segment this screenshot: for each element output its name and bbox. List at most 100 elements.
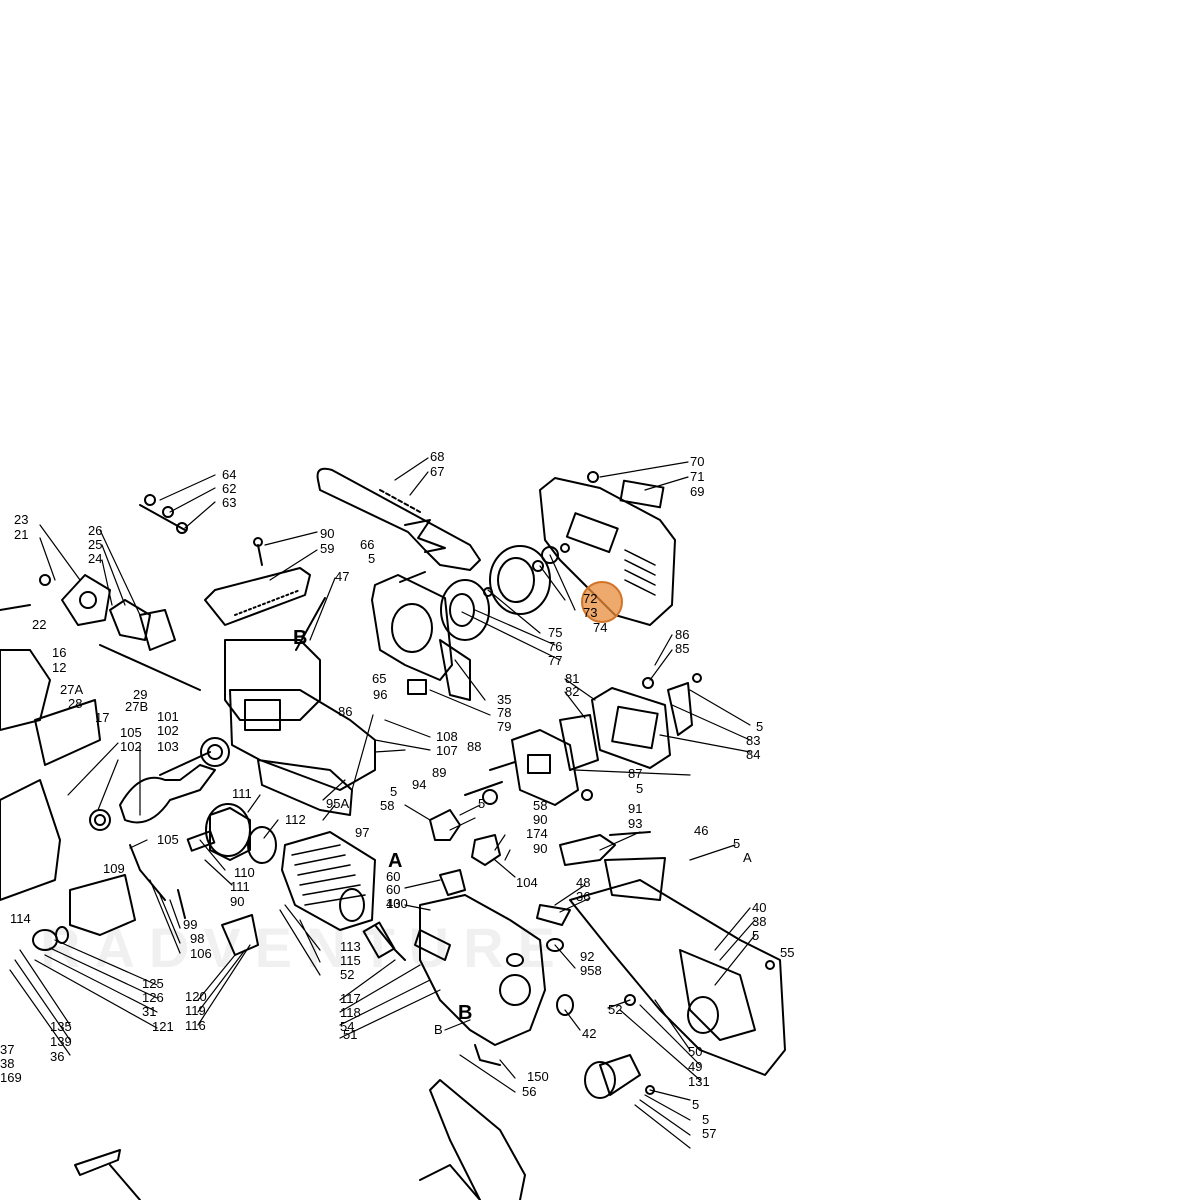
callout-label: 21 — [14, 527, 29, 542]
section-marker-b-bottom: B — [458, 1002, 473, 1024]
callout-label: 67 — [430, 464, 445, 479]
rear-handle-part — [536, 857, 786, 1076]
callout-label: 90 — [230, 894, 245, 909]
callout-label: 5 — [752, 928, 760, 943]
section-marker-b-top: B — [293, 627, 308, 649]
callout-label: 28 — [68, 696, 83, 711]
callout-label: 116 — [185, 1018, 206, 1033]
throttle-part — [559, 831, 655, 1099]
ignition-part — [0, 779, 259, 956]
starter-side-part — [0, 574, 201, 766]
top-cover-part — [204, 567, 311, 626]
callout-label: 83 — [746, 733, 761, 748]
callout-label: 115 — [340, 953, 361, 968]
callout-label: 78 — [497, 705, 512, 720]
callout-label: 91 — [628, 801, 643, 816]
bar-mount-plate-part — [371, 574, 471, 701]
callout-label: 35 — [497, 692, 512, 707]
callout-label-highlighted: 72 — [583, 591, 598, 606]
callout-label: 93 — [628, 816, 643, 831]
callout-label: 108 — [436, 729, 458, 744]
callout-label: 12 — [52, 660, 67, 675]
callout-label: 85 — [675, 641, 690, 656]
callout-label: 16 — [52, 645, 67, 660]
callout-label: 57 — [702, 1126, 717, 1141]
callout-label: 5 — [478, 796, 486, 811]
callout-label: 84 — [746, 747, 761, 762]
callout-label: 46 — [694, 823, 709, 838]
callout-label: 25 — [88, 537, 103, 552]
callout-label: 29 — [133, 687, 148, 702]
callout-label: 104 — [516, 875, 538, 890]
callout-label: 38 — [0, 1056, 15, 1071]
callout-label: 90 — [533, 812, 548, 827]
callout-label: 107 — [436, 743, 458, 758]
highlight-marker[interactable] — [581, 581, 623, 623]
callout-label: 71 — [690, 469, 705, 484]
callout-label: 90 — [533, 841, 548, 856]
callout-label: 101 — [157, 709, 179, 724]
callout-label: 37 — [0, 1042, 15, 1057]
main-housing-part — [224, 639, 376, 816]
callout-label: 99 — [183, 917, 198, 932]
callout-label: 111 — [232, 786, 252, 801]
callout-label: 5 — [368, 551, 376, 566]
leader-lines — [9, 457, 756, 1149]
callout-label: 117 — [340, 991, 361, 1006]
callout-label: 5 — [636, 781, 644, 796]
callout-label: 126 — [142, 990, 164, 1005]
section-marker-a: A — [388, 850, 403, 872]
callout-label: 100 — [386, 896, 408, 911]
callout-label: 150 — [527, 1069, 549, 1084]
callout-label: 90 — [320, 526, 335, 541]
carburetor-plate-part — [489, 729, 593, 806]
air-filter-cover-part — [559, 673, 702, 771]
callout-label: 59 — [320, 541, 335, 556]
callout-label: 26 — [88, 523, 103, 538]
callout-label: 106 — [190, 946, 212, 961]
callout-label: 81 — [565, 671, 580, 686]
callout-label: 52 — [608, 1002, 623, 1017]
callout-label: 75 — [548, 625, 563, 640]
callout-label: 110 — [234, 865, 255, 880]
bolts-part — [139, 494, 426, 651]
callout-label: 38 — [752, 914, 767, 929]
callout-label: 111 — [230, 879, 250, 894]
callout-label: 86 — [338, 704, 353, 719]
callout-label: 62 — [222, 481, 237, 496]
callout-label: A — [743, 850, 752, 865]
callout-label: 60 — [386, 869, 401, 884]
guide-bar-part — [316, 467, 481, 571]
callout-label: 102 — [120, 739, 142, 754]
callout-label: 65 — [372, 671, 387, 686]
callout-label: 89 — [432, 765, 447, 780]
callout-label: 70 — [690, 454, 705, 469]
callout-label: 87 — [628, 766, 643, 781]
callout-label: 102 — [157, 723, 179, 738]
callout-label: 120 — [185, 989, 207, 1004]
callout-label: 31 — [142, 1004, 157, 1019]
callout-label: 121 — [152, 1019, 174, 1034]
callout-label: 43 — [386, 896, 401, 911]
callout-label-highlighted: 73 — [583, 605, 598, 620]
callout-label: 49 — [688, 1059, 703, 1074]
callout-label: 95A — [326, 796, 350, 811]
callout-label: 5 — [756, 719, 764, 734]
callout-label: 36 — [50, 1049, 65, 1064]
callout-label: 58 — [533, 798, 548, 813]
callout-label: 135 — [50, 1019, 72, 1034]
callout-label: 88 — [467, 739, 482, 754]
callout-label: 112 — [285, 812, 306, 827]
callout-label: 36 — [576, 889, 591, 904]
callout-label: 23 — [14, 512, 29, 527]
callout-label: 54 — [340, 1019, 355, 1034]
callout-label: 22 — [32, 617, 47, 632]
callout-label: 125 — [142, 976, 164, 991]
callout-label: 105 — [120, 725, 142, 740]
handlebar-part — [74, 1079, 526, 1200]
callout-label: 60 — [386, 882, 401, 897]
callout-label: 119 — [185, 1003, 206, 1018]
callout-label: 94 — [412, 777, 427, 792]
